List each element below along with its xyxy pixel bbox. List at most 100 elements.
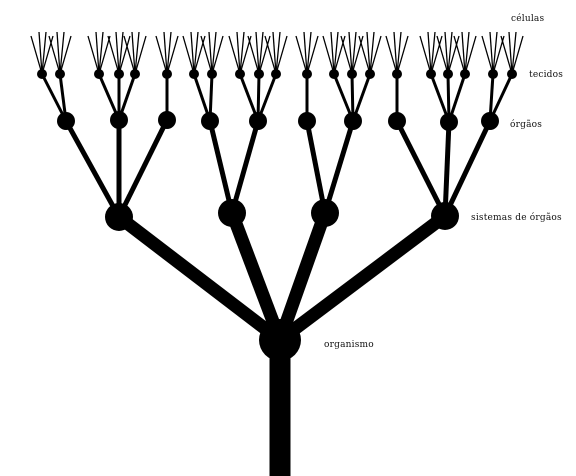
branch-tissue-to-cell: [59, 35, 72, 75]
branch-tissue-to-cell: [369, 31, 375, 75]
branch-tissue-to-cell: [239, 31, 245, 75]
branch-tissue-to-cell: [447, 35, 460, 75]
organ-system-node: [431, 202, 459, 230]
branch-tissue-to-cell: [436, 35, 449, 75]
branch-tissue-to-cell: [444, 31, 449, 75]
branch-system-to-organ: [229, 120, 261, 214]
branch-tissue-to-cell: [369, 35, 382, 75]
branch-tissue-to-cell: [208, 31, 213, 75]
branch-system-to-organ: [304, 120, 328, 214]
organ-node: [158, 111, 176, 129]
tissue-node: [426, 69, 436, 79]
organ-node: [388, 112, 406, 130]
branch-tissue-to-cell: [211, 35, 224, 75]
branch-tissue-to-cell: [427, 31, 432, 75]
tissue-node: [329, 69, 339, 79]
organ-system-node: [218, 199, 246, 227]
branch-system-to-organ: [442, 119, 493, 218]
branch-tissue-to-cell: [134, 31, 140, 75]
organism-node: [259, 319, 301, 361]
branch-tissue-to-cell: [306, 31, 312, 75]
branch-organism-to-system: [225, 210, 287, 343]
tissue-node: [443, 69, 453, 79]
organ-node: [249, 112, 267, 130]
tissue-node: [460, 69, 470, 79]
branch-tissue-to-cell: [511, 35, 524, 75]
branch-tissue-to-cell: [393, 31, 398, 75]
branch-system-to-organ: [322, 120, 356, 214]
branch-tissue-to-cell: [236, 31, 241, 75]
branch-tissue-to-cell: [95, 31, 100, 75]
branch-tissue-to-cell: [396, 31, 402, 75]
branch-tissue-to-cell: [155, 35, 168, 75]
branch-tissue-to-cell: [107, 35, 120, 75]
branch-tissue-to-cell: [461, 31, 466, 75]
branch-system-to-organ: [394, 119, 448, 218]
level-label-organs: órgãos: [510, 120, 543, 130]
tissue-node: [392, 69, 402, 79]
branch-tissue-to-cell: [508, 31, 513, 75]
branch-tissue-to-cell: [38, 31, 43, 75]
branch-tissue-to-cell: [118, 31, 124, 75]
tissue-node: [207, 69, 217, 79]
branch-tissue-to-cell: [211, 31, 217, 75]
branch-tissue-to-cell: [464, 35, 477, 75]
tissue-node: [347, 69, 357, 79]
branch-tissue-to-cell: [56, 31, 61, 75]
tissue-node: [55, 69, 65, 79]
branch-system-to-organ: [63, 119, 122, 219]
branch-tissue-to-cell: [115, 31, 120, 75]
branch-tissue-to-cell: [87, 35, 100, 75]
tissue-node: [302, 69, 312, 79]
branch-tissue-to-cell: [481, 35, 494, 75]
branch-tissue-to-cell: [98, 35, 111, 75]
tissue-node: [507, 69, 517, 79]
branch-tissue-to-cell: [430, 35, 443, 75]
level-label-cells: células: [511, 14, 545, 24]
branch-tissue-to-cell: [351, 31, 357, 75]
branch-tissue-to-cell: [430, 31, 436, 75]
organ-system-node: [105, 203, 133, 231]
branch-tissue-to-cell: [166, 35, 179, 75]
organ-node: [110, 111, 128, 129]
tissue-node: [162, 69, 172, 79]
branch-tissue-to-cell: [275, 35, 288, 75]
branch-tissue-to-cell: [447, 31, 453, 75]
tissue-node: [235, 69, 245, 79]
branch-tissue-to-cell: [163, 31, 168, 75]
branch-tissue-to-cell: [134, 35, 147, 75]
branch-tissue-to-cell: [464, 31, 470, 75]
branch-tissue-to-cell: [358, 35, 371, 75]
organ-node: [344, 112, 362, 130]
tissue-node: [365, 69, 375, 79]
branch-organism-to-system: [276, 210, 449, 346]
branch-tissue-to-cell: [264, 35, 277, 75]
branch-tissue-to-cell: [30, 35, 43, 75]
organ-node: [201, 112, 219, 130]
organ-node: [481, 112, 499, 130]
branch-tissue-to-cell: [258, 35, 271, 75]
organ-system-node: [311, 199, 339, 227]
branch-tissue-to-cell: [366, 31, 371, 75]
tissue-node: [488, 69, 498, 79]
branch-tissue-to-cell: [348, 31, 353, 75]
tissue-node: [189, 69, 199, 79]
branch-tissue-to-cell: [306, 35, 319, 75]
branch-tissue-to-cell: [258, 31, 264, 75]
branch-system-to-organ: [442, 121, 452, 217]
branch-tissue-to-cell: [190, 31, 195, 75]
tissue-node: [94, 69, 104, 79]
branch-tissue-to-cell: [322, 35, 335, 75]
branch-tissue-to-cell: [48, 35, 61, 75]
branch-tissue-to-cell: [193, 31, 199, 75]
branch-tissue-to-cell: [123, 35, 136, 75]
level-label-organism: organismo: [324, 340, 374, 350]
branch-tissue-to-cell: [41, 31, 47, 75]
branch-tissue-to-cell: [396, 35, 409, 75]
branch-tissue-to-cell: [166, 31, 172, 75]
tissue-node: [130, 69, 140, 79]
branch-tissue-to-cell: [118, 35, 131, 75]
branch-organism-to-system: [115, 211, 284, 346]
branch-tissue-to-cell: [330, 31, 335, 75]
